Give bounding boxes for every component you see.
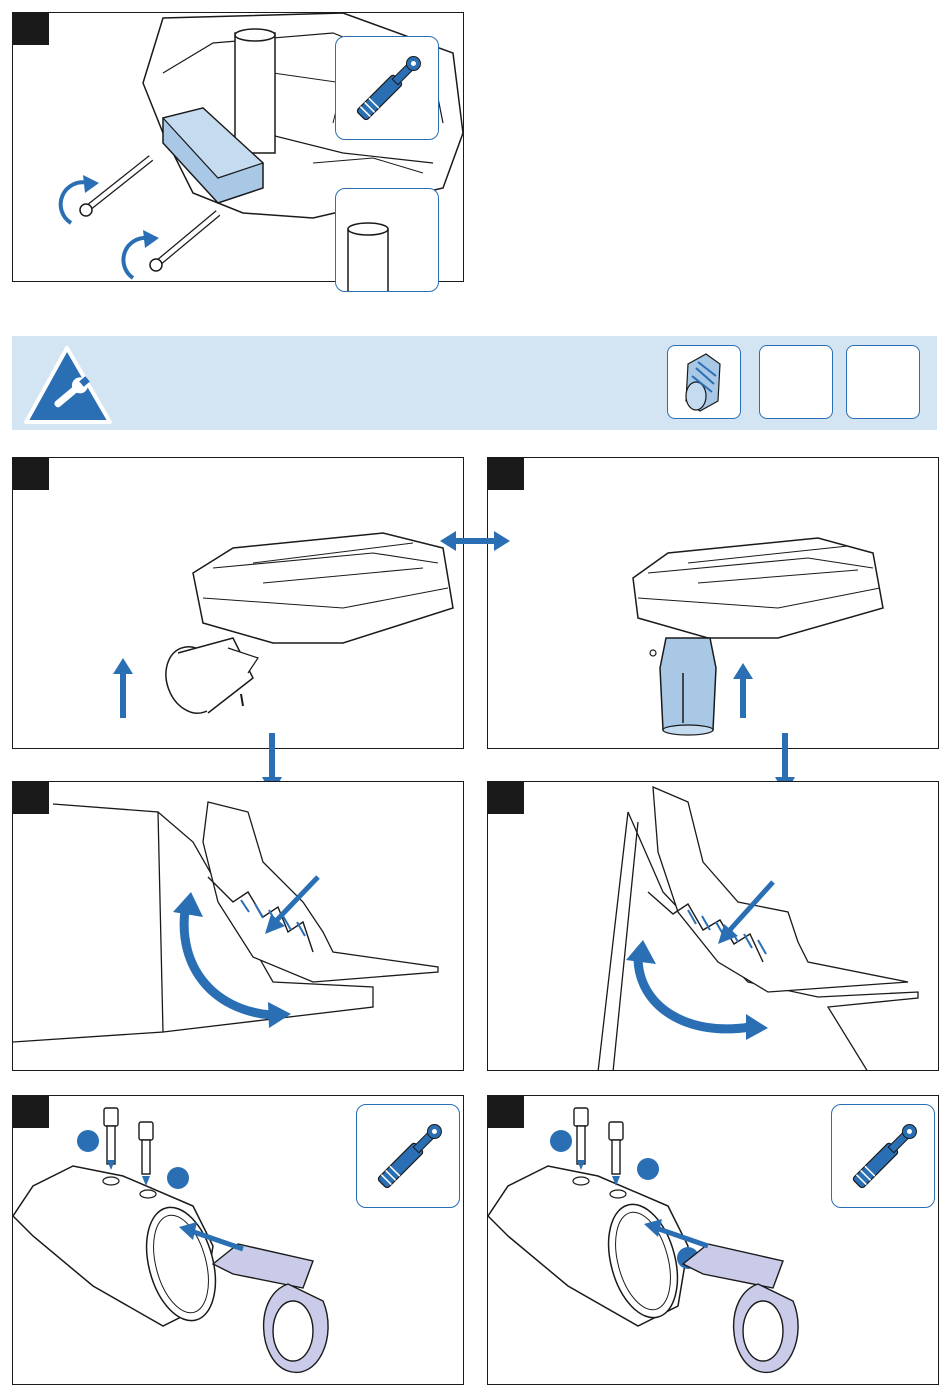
- step-panel-right-1: [487, 457, 939, 749]
- toolbox-slot-3: [846, 345, 920, 419]
- tools-banner: [12, 336, 937, 430]
- up-arrow-icon: [733, 663, 753, 718]
- torque-wrench-callout: [831, 1104, 935, 1208]
- step-panel-left-2: [12, 781, 464, 1071]
- torque-wrench-callout: [356, 1104, 460, 1208]
- step-panel-right-2: [487, 781, 939, 1071]
- torque-wrench-callout: [335, 36, 439, 140]
- torque-wrench-icon: [832, 1105, 935, 1208]
- pole-callout: [335, 188, 439, 292]
- up-arrow-icon: [113, 658, 133, 718]
- torque-wrench-icon: [357, 1105, 460, 1208]
- swap-arrow-icon: [440, 531, 510, 551]
- pole-icon: [336, 189, 439, 292]
- pole-adapter-icon: [668, 346, 740, 418]
- torque-wrench-icon: [336, 37, 439, 140]
- angle-adjust-post-illustration: [488, 782, 939, 1071]
- housing-post-adapter-illustration: [488, 458, 939, 749]
- angle-adjust-side-illustration: [13, 782, 464, 1071]
- step-panel-left-1: [12, 457, 464, 749]
- toolbox-slot-2: [759, 345, 833, 419]
- wrench-warning-icon: [22, 340, 122, 430]
- toolbox-pole-adapter: [667, 345, 741, 419]
- housing-side-adapter-illustration: [13, 458, 464, 749]
